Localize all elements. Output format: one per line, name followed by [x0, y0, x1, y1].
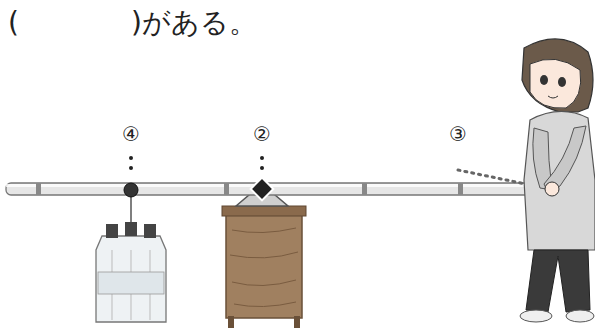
callout-number: ③: [449, 122, 467, 146]
lever-pole: [6, 183, 558, 195]
callout-number: ②: [253, 122, 271, 146]
callout-number: ④: [122, 122, 140, 146]
answer-blank: ( )がある。: [8, 4, 257, 42]
fulcrum-stand: [222, 184, 306, 328]
water-bottles: [96, 183, 166, 322]
point-dots: [129, 156, 264, 170]
fulcrum-mark: [251, 178, 274, 201]
girl-figure: [520, 39, 595, 322]
